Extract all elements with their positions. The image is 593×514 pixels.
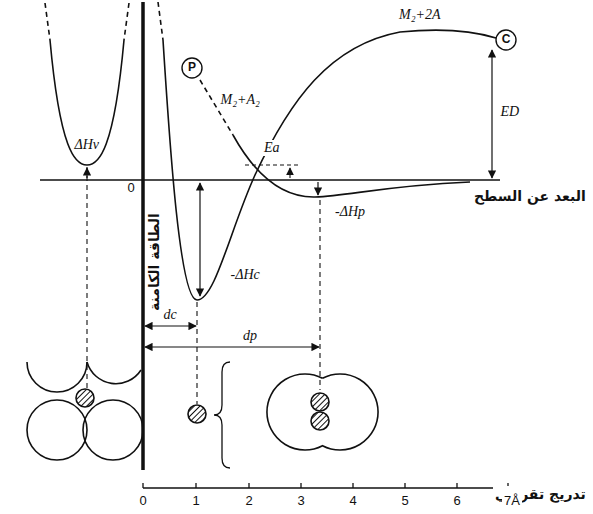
physisorption-curve <box>233 135 470 197</box>
surface-line <box>141 2 145 470</box>
circled-letter: P <box>181 57 203 79</box>
molecule-outline <box>267 374 378 450</box>
axis-title: البعد عن السطح <box>472 188 588 204</box>
energy-label: Ea <box>262 140 282 156</box>
guide-line <box>319 200 320 390</box>
ea-dashed-line <box>245 164 300 165</box>
distance-label: dp <box>241 328 259 344</box>
molecule-atom <box>311 393 329 411</box>
scale-number: 6 <box>452 494 463 509</box>
dp-arrow <box>145 346 319 347</box>
circle-outline <box>496 30 516 50</box>
energy-label: ΔHv <box>73 137 102 153</box>
distance-label: dc <box>162 307 179 323</box>
vaporization-curve <box>50 40 124 165</box>
guide-line <box>196 302 197 404</box>
adsorbed-atom <box>76 389 94 407</box>
scale-number: 4 <box>348 494 359 509</box>
scale-number: 7Å <box>502 494 522 509</box>
chemisorption-curve <box>163 30 496 300</box>
scale-number: 0 <box>138 494 149 509</box>
surface-atom <box>83 400 143 460</box>
guide-line <box>86 167 87 388</box>
scale-number: 3 <box>296 494 307 509</box>
brace <box>214 362 230 468</box>
circled-letter: C <box>495 29 517 51</box>
molecule-atom <box>311 412 329 430</box>
node-letter: P <box>188 61 196 74</box>
scale-number: 2 <box>244 494 255 509</box>
dc-arrow <box>145 325 196 326</box>
ed-arrow <box>491 50 492 178</box>
scale-ticks <box>143 483 508 488</box>
surface-atom-arc <box>27 362 87 392</box>
curve-dashed-top <box>45 3 129 40</box>
node-letter: C <box>502 33 511 46</box>
dhc-arrow <box>199 183 200 296</box>
curve-dashed-top <box>158 2 163 40</box>
energy-label: -ΔHp <box>333 204 367 220</box>
circle-outline <box>182 58 202 78</box>
product-formula: M₂+A₂ <box>219 92 262 108</box>
scale-number: 5 <box>400 494 411 509</box>
axis-origin: 0 <box>126 181 137 196</box>
axis-title: الطاقة الكامنة <box>146 211 162 313</box>
chemisorbed-atom <box>188 405 206 423</box>
scale-number: 1 <box>191 494 202 509</box>
scale-line <box>143 487 510 488</box>
surface-atom <box>27 400 87 460</box>
ea-arrow <box>289 168 290 178</box>
energy-label: ED <box>499 104 522 120</box>
surface-atom-arc <box>87 362 141 384</box>
product-formula: M₂+2A <box>397 7 443 23</box>
dhp-arrow <box>317 182 318 195</box>
energy-label: -ΔHc <box>229 267 262 283</box>
